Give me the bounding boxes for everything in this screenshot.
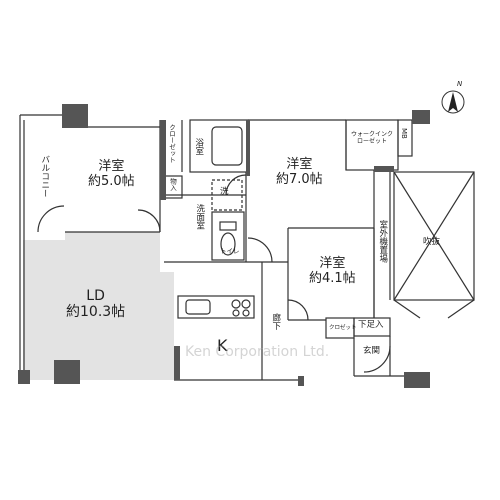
closet-a-label: クローゼット — [167, 124, 176, 163]
balcony-label: バルコニー — [39, 155, 50, 198]
shoe-box-label: 下足入 — [358, 320, 384, 330]
room-a-name: 洋室 — [98, 159, 125, 174]
kitchen-label: K — [217, 336, 228, 355]
hallway-label: 廊下 — [270, 313, 281, 330]
north-label: N — [457, 80, 463, 88]
watermark: Ken Corporation Ltd. — [185, 344, 330, 360]
ld-size: 約10.3帖 — [66, 304, 126, 321]
washroom-label: 洗面室 — [194, 204, 205, 230]
ld-floor — [23, 232, 174, 380]
ld-name: LD — [86, 288, 105, 304]
void-label: 吹抜 — [423, 237, 441, 247]
room-a-label: 洋室 約5.0帖 — [88, 159, 135, 190]
washer-label: 洗 — [220, 187, 229, 197]
room-c-label: 洋室 約4.1帖 — [309, 256, 356, 287]
room-b-name: 洋室 — [286, 157, 313, 172]
walkin-closet-label: ウォークインクローゼット — [350, 131, 393, 145]
storage-label: 物入 — [168, 178, 177, 191]
room-c-size: 約4.1帖 — [309, 270, 356, 286]
toilet-label: トイレ — [220, 247, 240, 255]
north-arrow-icon — [441, 90, 465, 114]
mb-label: MB — [400, 128, 409, 139]
outdoor-unit-label: 室外機置場 — [377, 220, 388, 263]
bath-label: 浴室 — [193, 138, 204, 155]
room-c-name: 洋室 — [319, 256, 346, 271]
room-b-label: 洋室 約7.0帖 — [276, 157, 323, 188]
entrance-label: 玄関 — [363, 346, 381, 356]
closet-b-label: クロゼット — [329, 325, 357, 331]
ld-label: LD 約10.3帖 — [66, 288, 125, 320]
room-b-size: 約7.0帖 — [276, 171, 323, 187]
room-a-size: 約5.0帖 — [88, 173, 135, 189]
